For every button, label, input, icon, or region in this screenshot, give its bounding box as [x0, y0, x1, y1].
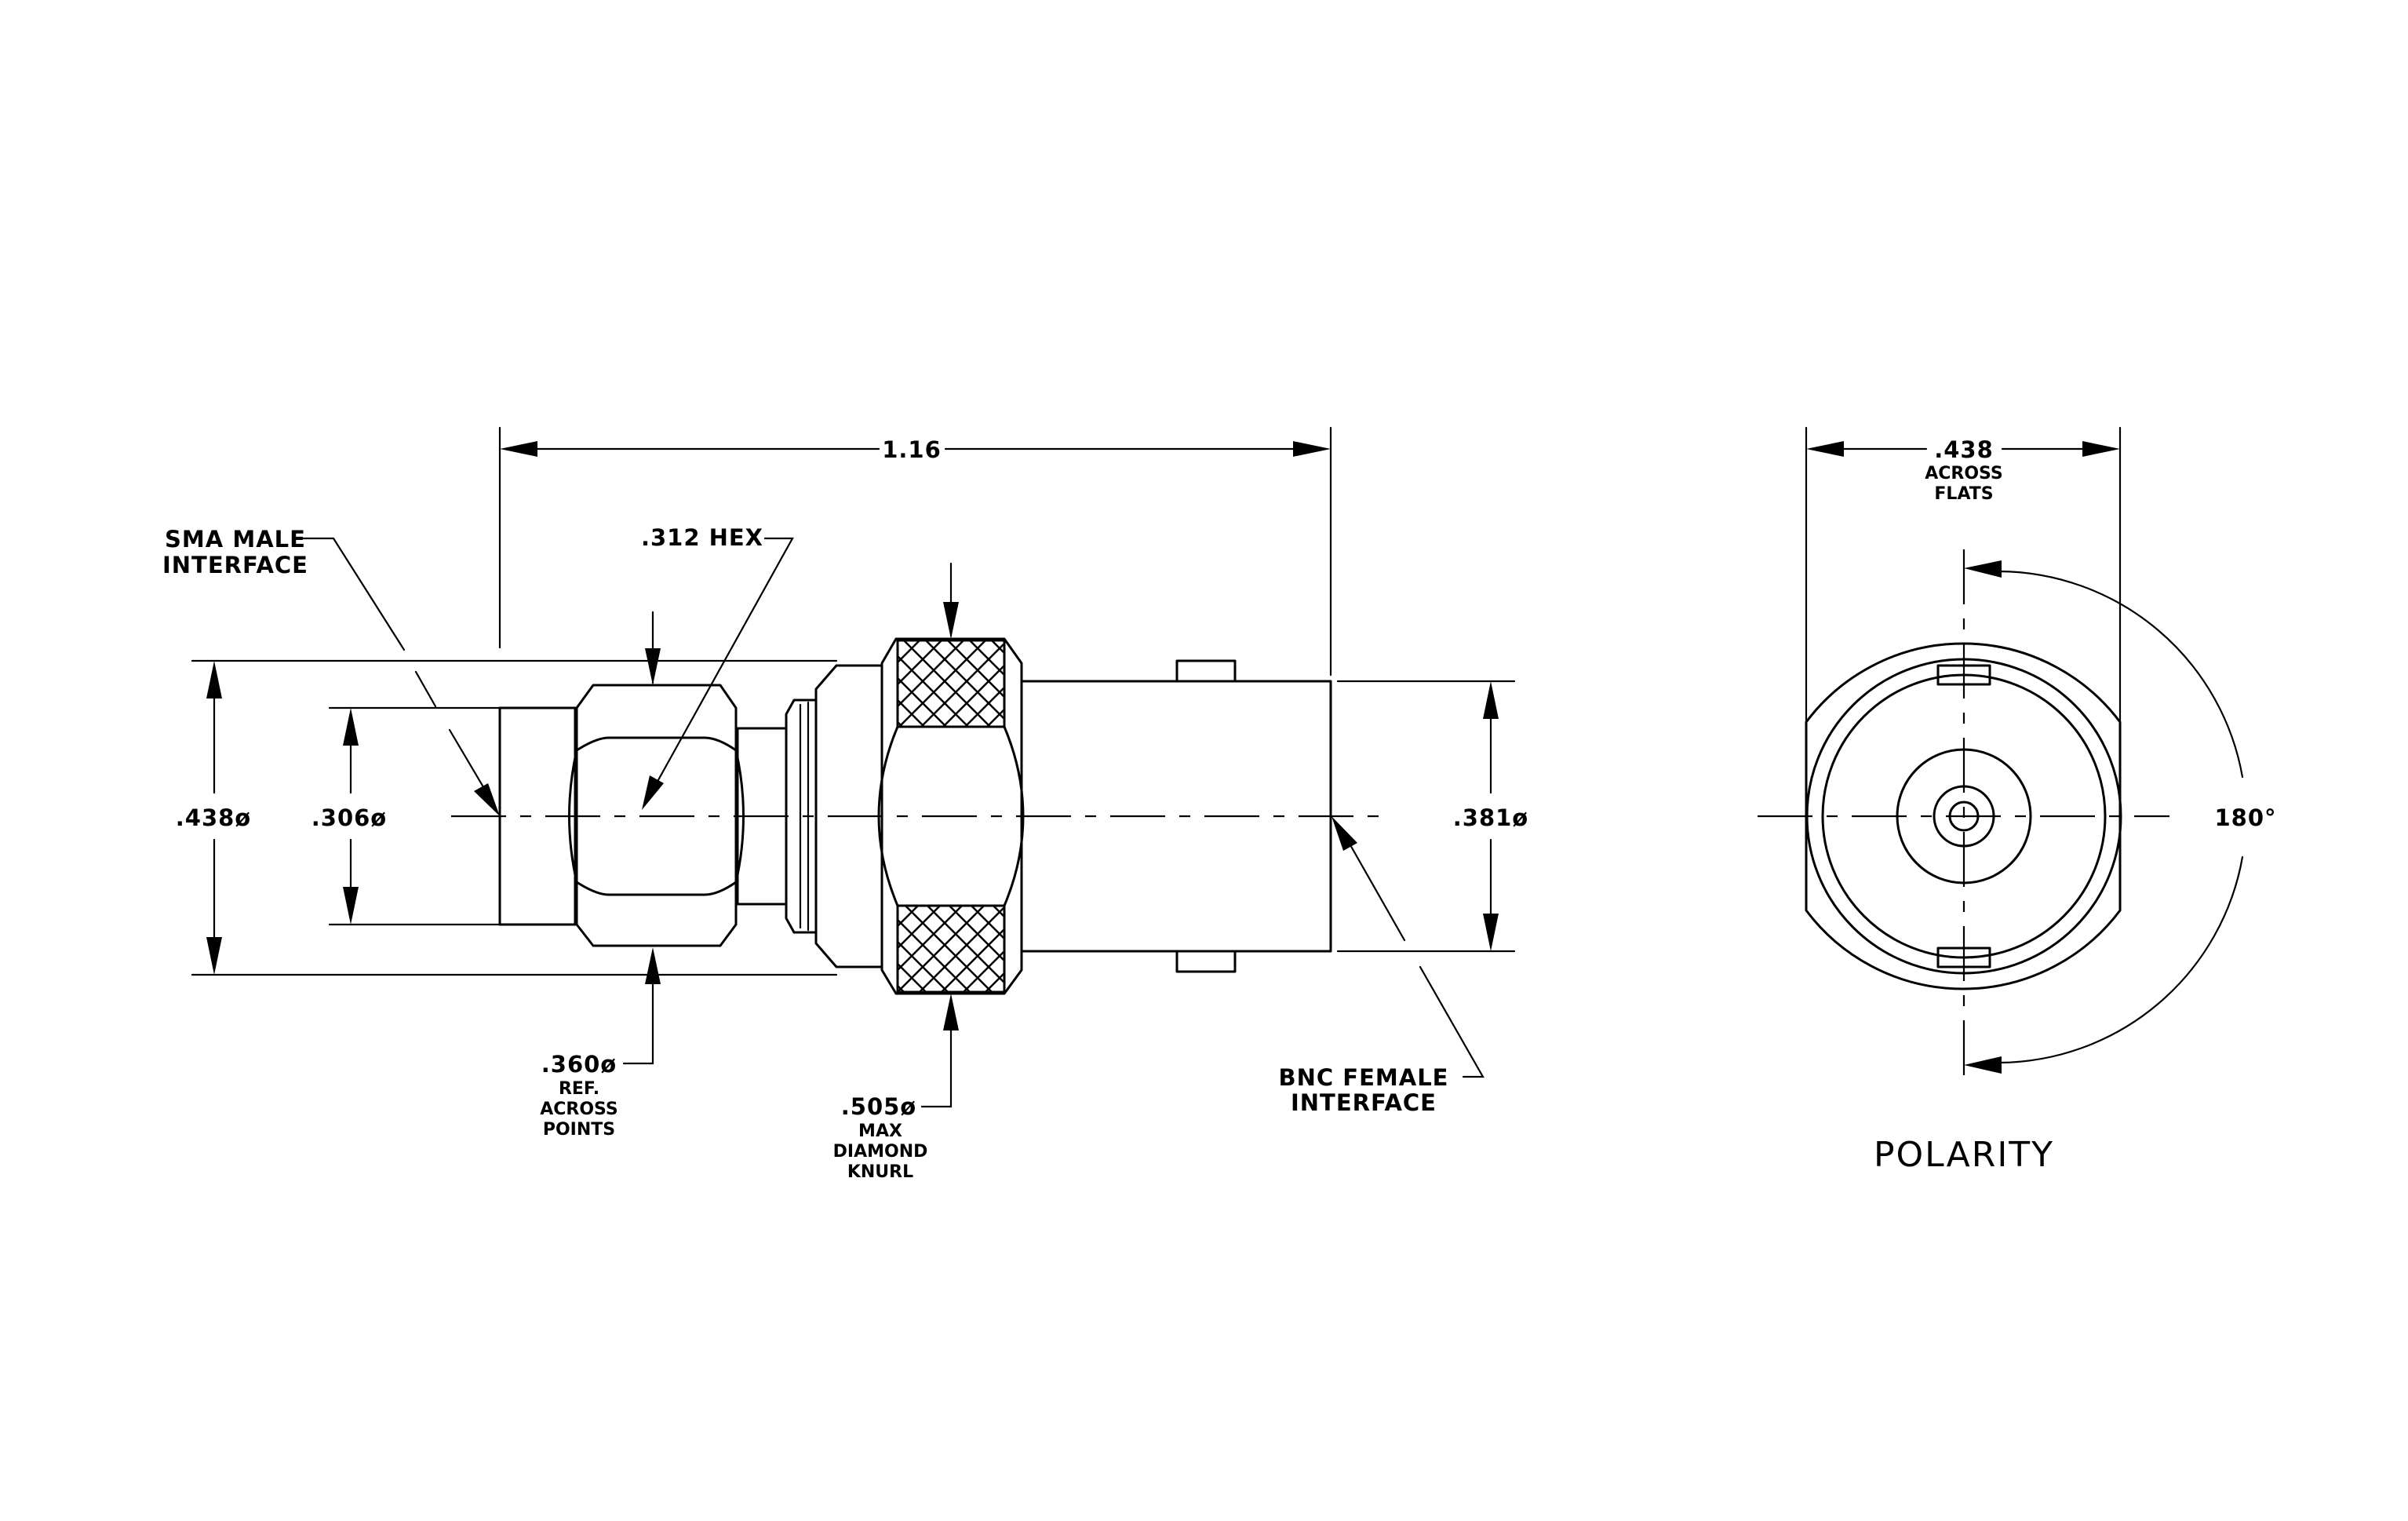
flats-line3: FLATS: [1934, 484, 1993, 504]
hex-nut-side-left: [568, 749, 578, 884]
bnc-leader: [1419, 965, 1485, 1078]
body-diameter-label: .438ø: [176, 804, 251, 831]
bnc-diameter-label: .381ø: [1453, 804, 1528, 831]
hex-nut-face-top: [575, 736, 738, 752]
arrow-381-top: [1483, 681, 1499, 719]
arrow-hex-bottom: [645, 947, 661, 984]
arrow-438-bottom: [206, 937, 222, 975]
knurl-leader: [920, 997, 953, 1108]
arrow-knurl-bottom: [943, 994, 959, 1030]
flats-value: .438: [1934, 436, 1994, 463]
sma-label-line1: SMA MALE: [165, 526, 306, 553]
bayonet-stud-bottom: [1175, 950, 1237, 973]
hex-diameter-label: .306ø: [311, 804, 387, 831]
sma-leader-lower: [414, 670, 437, 708]
angle-label: 180°: [2214, 804, 2276, 831]
hex-nut-face-bottom: [575, 881, 738, 896]
end-view: .438 ACROSS FLATS 180° POLARITY: [1758, 426, 2276, 1175]
arrow-381-bottom: [1483, 914, 1499, 951]
arrow-438-top: [206, 661, 222, 698]
arrow-hex-leader: [642, 775, 664, 810]
flats-line2: ACROSS: [1925, 464, 2003, 483]
knurl-center-left: [877, 725, 899, 907]
hex-size-label: .312 HEX: [641, 524, 763, 551]
arrow-306-top: [343, 708, 359, 746]
polarity-arc-lower: [1998, 855, 2244, 1064]
arrow-length-left: [500, 441, 537, 457]
hex-nut-side-right: [734, 749, 745, 884]
arrow-306-bottom: [343, 887, 359, 925]
arrow-flats-left: [1806, 441, 1844, 457]
arrow-bnc: [1332, 816, 1357, 851]
knurl-value: .505ø: [841, 1093, 916, 1120]
knurl-center-right: [1003, 725, 1025, 907]
polarity-arc-upper: [1998, 570, 2244, 779]
side-view: 1.16 .438ø .306ø .381ø .312 HEX: [162, 426, 1528, 1182]
end-view-outer: [1805, 642, 2122, 990]
arrow-flats-right: [2082, 441, 2120, 457]
knurl-pattern-top: [896, 639, 1006, 728]
bayonet-stud-top: [1175, 659, 1237, 683]
knurl-line4: KNURL: [847, 1162, 913, 1182]
hex-points-line3: ACROSS: [540, 1100, 618, 1119]
bnc-leader-upper: [1348, 842, 1406, 942]
hex-nut: [575, 684, 738, 947]
arrow-arc-bottom: [1964, 1056, 2002, 1074]
knurl-pattern-bottom: [896, 904, 1006, 994]
bnc-label-line2: INTERFACE: [1291, 1089, 1437, 1116]
sma-label-line2: INTERFACE: [162, 552, 308, 578]
bnc-label-line1: BNC FEMALE: [1279, 1064, 1449, 1091]
hex-points-line4: POINTS: [543, 1120, 615, 1140]
arrow-arc-top: [1964, 560, 2002, 578]
arrow-length-right: [1293, 441, 1331, 457]
polarity-title: POLARITY: [1874, 1135, 2054, 1175]
hex-points-leader: [622, 952, 654, 1065]
hex-points-value: .360ø: [541, 1051, 617, 1078]
sma-leader-upper: [301, 537, 406, 651]
arrow-knurl-top: [943, 602, 959, 639]
knurl-line2: MAX: [858, 1122, 902, 1141]
arrow-sma: [474, 783, 500, 816]
arrow-hex-top: [645, 648, 661, 685]
hex-leader: [650, 537, 794, 794]
knurl-line3: DIAMOND: [833, 1142, 928, 1162]
hex-points-line2: REF.: [559, 1079, 599, 1099]
overall-length-label: 1.16: [882, 436, 942, 463]
knurl-coupling: [880, 637, 1023, 995]
